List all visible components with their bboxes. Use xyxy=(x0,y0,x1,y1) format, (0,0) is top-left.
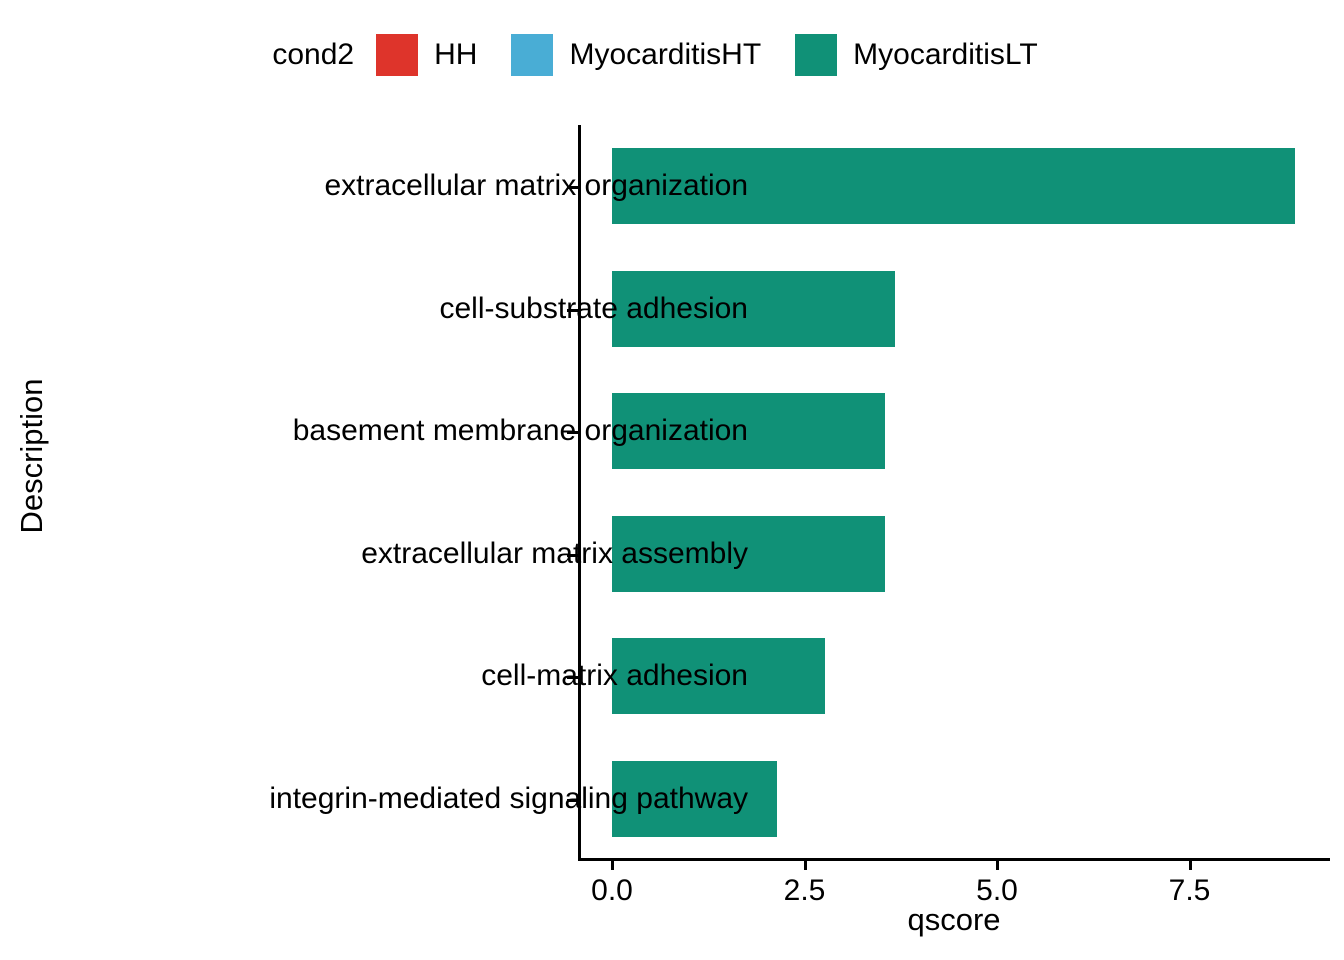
y-axis-tick xyxy=(567,186,578,190)
legend-label-hh: HH xyxy=(434,38,478,71)
bar[interactable] xyxy=(612,760,777,837)
legend: cond2 HH MyocarditisHT MyocarditisLT xyxy=(0,20,1344,90)
bar[interactable] xyxy=(612,515,886,592)
bar-row xyxy=(578,638,1330,715)
legend-label-myocarditisht: MyocarditisHT xyxy=(569,38,762,71)
y-axis-tick-label: extracellular matrix assembly xyxy=(361,536,748,570)
x-axis-title: qscore xyxy=(907,902,1001,937)
y-axis-tick xyxy=(567,798,578,802)
x-axis-tick xyxy=(803,858,807,870)
legend-swatch-myocarditisht xyxy=(511,34,554,76)
y-axis-tick-label: cell-matrix adhesion xyxy=(481,659,748,693)
y-axis-tick xyxy=(567,553,578,557)
bar-row xyxy=(578,270,1330,347)
y-axis-tick xyxy=(567,676,578,680)
legend-entry-myocarditisht[interactable]: MyocarditisHT xyxy=(511,34,795,76)
y-axis-tick-label: integrin-mediated signaling pathway xyxy=(269,781,748,815)
legend-entry-myocarditislt[interactable]: MyocarditisLT xyxy=(795,34,1071,76)
bar-row xyxy=(578,760,1330,837)
x-axis-tick-label: 7.5 xyxy=(1168,874,1211,907)
bar-row xyxy=(578,515,1330,592)
bar[interactable] xyxy=(612,270,896,347)
legend-title: cond2 xyxy=(272,38,355,71)
bar[interactable] xyxy=(612,638,826,715)
y-axis-tick xyxy=(567,431,578,435)
bar[interactable] xyxy=(612,393,886,470)
y-axis-title: Description xyxy=(14,378,49,534)
x-axis-line xyxy=(578,858,1330,861)
bar-row xyxy=(578,148,1330,225)
y-axis-tick-label: cell-substrate adhesion xyxy=(439,291,748,325)
x-axis-tick xyxy=(611,858,614,870)
bar-row xyxy=(578,393,1330,470)
x-axis-tick-label: 2.5 xyxy=(783,874,826,907)
y-axis-tick-label: basement membrane organization xyxy=(292,414,748,448)
legend-swatch-myocarditislt xyxy=(795,34,838,76)
x-axis-tick-label: 0.0 xyxy=(591,874,633,907)
x-axis-tick xyxy=(1188,858,1192,870)
legend-entry-hh[interactable]: HH xyxy=(376,34,511,76)
legend-swatch-hh xyxy=(376,34,419,76)
x-axis-tick xyxy=(996,858,999,870)
plot-panel xyxy=(578,125,1330,860)
y-axis-tick-label: extracellular matrix organization xyxy=(324,169,748,203)
bar[interactable] xyxy=(612,148,1295,225)
y-axis-line xyxy=(578,125,581,861)
x-axis-tick-label: 5.0 xyxy=(976,874,1018,907)
legend-label-myocarditislt: MyocarditisLT xyxy=(853,38,1038,71)
y-axis-tick xyxy=(567,308,578,312)
